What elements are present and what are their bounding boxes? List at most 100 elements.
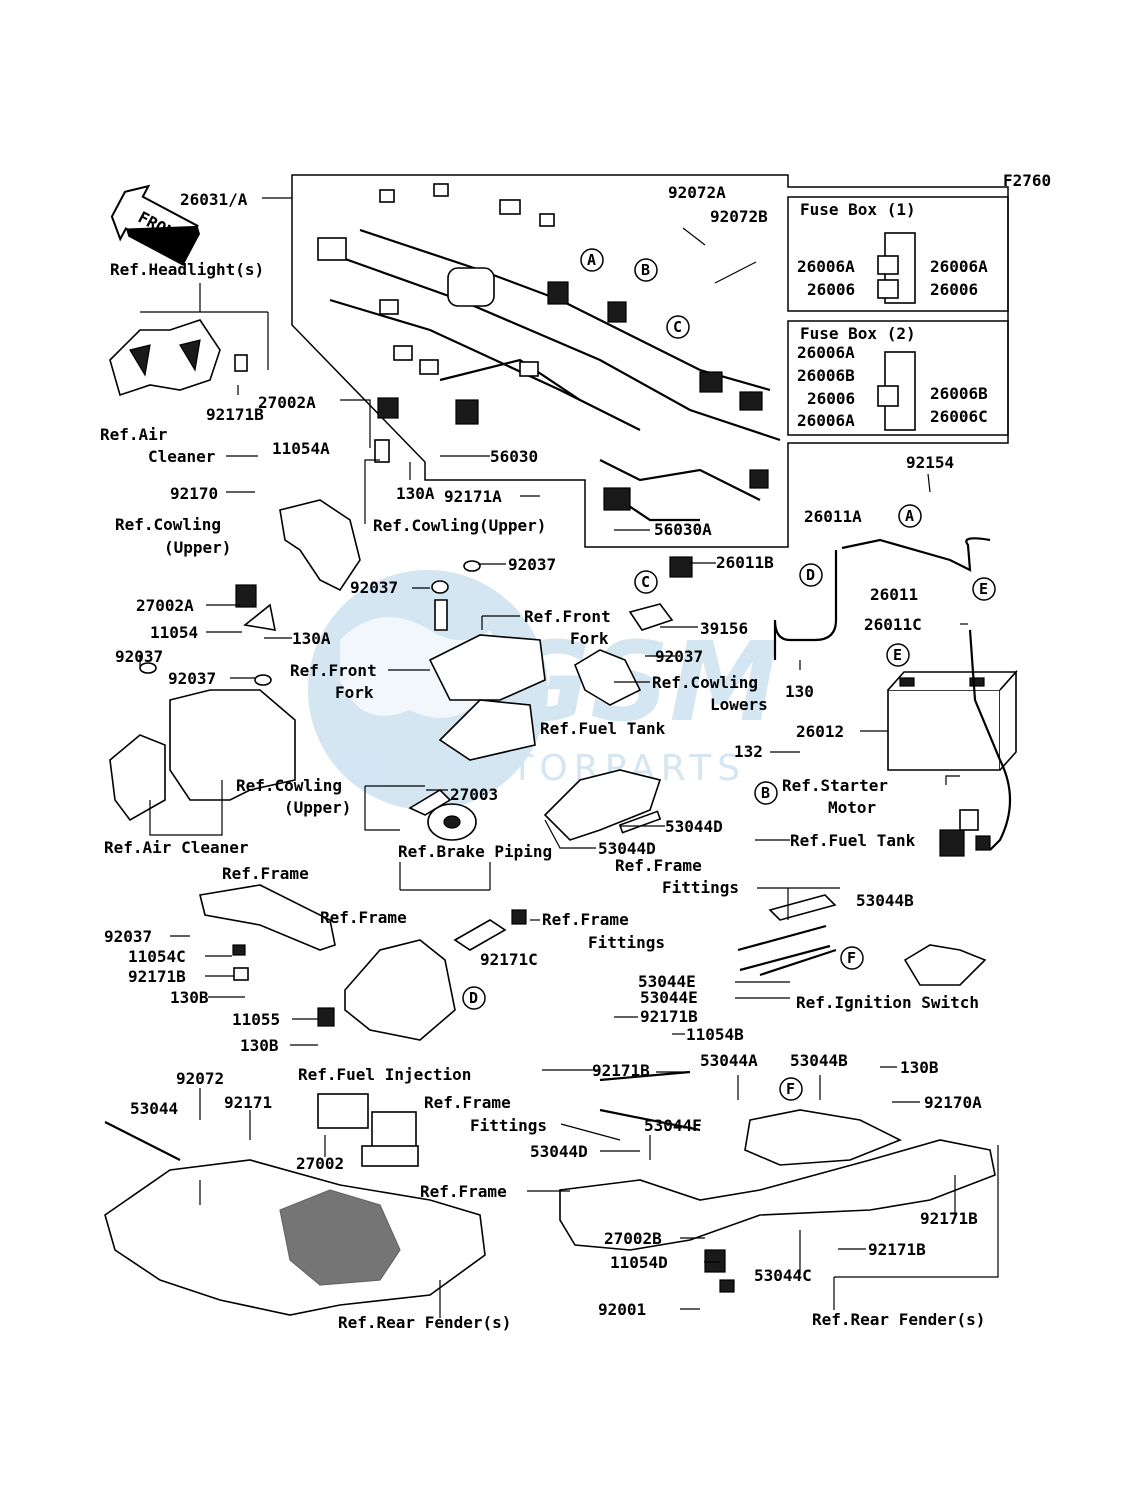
- label-53044D-1: 53044D: [665, 817, 723, 836]
- label-92171: 92171: [224, 1093, 272, 1112]
- label-ref-fuel-tank-2: Ref.Fuel Tank: [790, 831, 916, 850]
- label-130B-1: 130B: [170, 988, 209, 1007]
- label-27002B: 27002B: [604, 1229, 662, 1248]
- label-56030: 56030: [490, 447, 538, 466]
- rear-undertray-icon: [104, 1121, 486, 1316]
- label-53044E-1: 53044E: [638, 972, 696, 991]
- svg-text:F: F: [786, 1080, 795, 1098]
- cowling-stay-icon: [235, 397, 399, 631]
- label-11055: 11055: [232, 1010, 280, 1029]
- label-ref-air-cleaner-2: Ref.Air Cleaner: [104, 838, 249, 857]
- label-ref-frame-fittings-2a: Ref.Frame: [542, 910, 629, 929]
- label-92037-1: 92037: [508, 555, 556, 574]
- label-26012: 26012: [796, 722, 844, 741]
- ecu-27002-icon: [317, 1093, 419, 1167]
- label-27002: 27002: [296, 1154, 344, 1173]
- label-92171B-6: 92171B: [868, 1240, 926, 1259]
- fuse-box-1-title: Fuse Box (1): [800, 200, 916, 219]
- label-92037-5: 92037: [655, 647, 703, 666]
- label-26031A: 26031/A: [180, 190, 248, 209]
- front-fork-stem-icon: [428, 560, 546, 761]
- label-53044E-2: 53044E: [640, 988, 698, 1007]
- fuse-box-2-left-2: 26006B: [797, 366, 855, 385]
- marker-f-fittings-icon: F: [840, 946, 864, 970]
- label-92171B-2: 92171B: [128, 967, 186, 986]
- starter-relay-icon: [939, 809, 991, 857]
- label-92171B-3: 92171B: [640, 1007, 698, 1026]
- fuse-box-1-right-2: 26006: [930, 280, 978, 299]
- label-56030A: 56030A: [654, 520, 712, 539]
- fuse-box-1-left-2: 26006: [807, 280, 855, 299]
- marker-b-harness-icon: B: [634, 258, 658, 282]
- label-ref-frame-fittings-2b: Fittings: [588, 933, 665, 952]
- harness-box-outline: [291, 174, 1009, 548]
- label-92154: 92154: [906, 453, 954, 472]
- label-ref-fuel-injection: Ref.Fuel Injection: [298, 1065, 471, 1084]
- label-ref-cowling-lowers-a: Ref.Cowling: [652, 673, 758, 692]
- label-ref-frame-fittings-3a: Ref.Frame: [424, 1093, 511, 1112]
- cable-26011-icon: [841, 537, 991, 572]
- label-ref-cowling-upper-lb: (Upper): [164, 538, 231, 557]
- label-ref-starter-motor-a: Ref.Starter: [782, 776, 888, 795]
- label-92171B-4: 92171B: [592, 1061, 650, 1080]
- relay-26011B-icon: [669, 556, 693, 578]
- part-labels: 26031/A 92072A 92072 B Ref.Headlight(s) 9…: [100, 183, 985, 1332]
- svg-text:C: C: [641, 573, 650, 591]
- label-26011: 26011: [870, 585, 918, 604]
- ignition-switch-bracket-icon: [903, 944, 987, 986]
- label-ref-frame-fittings-1a: Ref.Frame: [615, 856, 702, 875]
- svg-text:D: D: [469, 989, 478, 1007]
- svg-text:E: E: [979, 580, 988, 598]
- label-ref-cowling-upper-r: Ref.Cowling(Upper): [373, 516, 546, 535]
- label-ref-headlight: Ref.Headlight(s): [110, 260, 264, 279]
- label-92037-4: 92037: [168, 669, 216, 688]
- label-53044D-3: 53044D: [530, 1142, 588, 1161]
- fuse-box-2-right-2: 26006C: [930, 407, 988, 426]
- headlight-bracket-icon: [109, 319, 248, 397]
- marker-b-fuel-icon: B: [754, 781, 778, 805]
- label-ref-cowling-upper-2b: (Upper): [284, 798, 351, 817]
- marker-f-frame-icon: F: [779, 1077, 803, 1101]
- label-ref-front-fork-1a: Ref.Front: [524, 607, 611, 626]
- label-53044D-2: 53044D: [598, 839, 656, 858]
- label-11054: 11054: [150, 623, 198, 642]
- label-ref-frame-3: Ref.Frame: [420, 1182, 507, 1201]
- label-ref-ignition-switch: Ref.Ignition Switch: [796, 993, 979, 1012]
- label-26011A: 26011A: [804, 507, 862, 526]
- cable-26011C-icon: [968, 629, 1012, 851]
- fuse-box-2: Fuse Box (2) 26006A 26006B 26006 26006A …: [787, 320, 1009, 436]
- label-130A-1: 130A: [396, 484, 435, 503]
- marker-c-relay-icon: C: [634, 570, 658, 594]
- air-cleaner-cover-icon: [109, 662, 296, 822]
- main-wiring-harness: [317, 183, 781, 522]
- brake-piping-clamp-icon: [453, 919, 507, 951]
- label-92072: 92072: [176, 1069, 224, 1088]
- label-92170: 92170: [170, 484, 218, 503]
- cowling-lowers-bracket-icon: [574, 649, 642, 706]
- label-53044B-1: 53044B: [856, 891, 914, 910]
- svg-text:C: C: [673, 318, 682, 336]
- rear-frame-right-icon: [559, 1070, 996, 1293]
- marker-c-harness-icon: C: [666, 315, 690, 339]
- label-92037-6: 92037: [104, 927, 152, 946]
- circle-markers: A B C A C D E E B F D F: [462, 248, 996, 1101]
- label-27003: 27003: [450, 785, 498, 804]
- svg-text:A: A: [587, 251, 596, 269]
- label-132: 132: [734, 742, 763, 761]
- label-92072A: 92072A: [668, 183, 726, 202]
- label-92001: 92001: [598, 1300, 646, 1319]
- label-92171C: 92171C: [480, 950, 538, 969]
- label-53044: 53044: [130, 1099, 178, 1118]
- tie-92072A-icon: [682, 227, 706, 246]
- horn-icon: [408, 788, 477, 841]
- label-130B-2: 130B: [240, 1036, 279, 1055]
- label-ref-frame-1: Ref.Frame: [222, 864, 309, 883]
- svg-text:B: B: [761, 784, 770, 802]
- clip-92171C-icon: [511, 909, 527, 925]
- leader-lines: [139, 197, 999, 1318]
- label-ref-rear-fender-2: Ref.Rear Fender(s): [812, 1310, 985, 1329]
- svg-text:A: A: [905, 507, 914, 525]
- front-arrow-icon: FRONT: [110, 184, 201, 266]
- marker-e-cable-icon: E: [972, 577, 996, 601]
- label-ref-cowling-lowers-b: Lowers: [710, 695, 768, 714]
